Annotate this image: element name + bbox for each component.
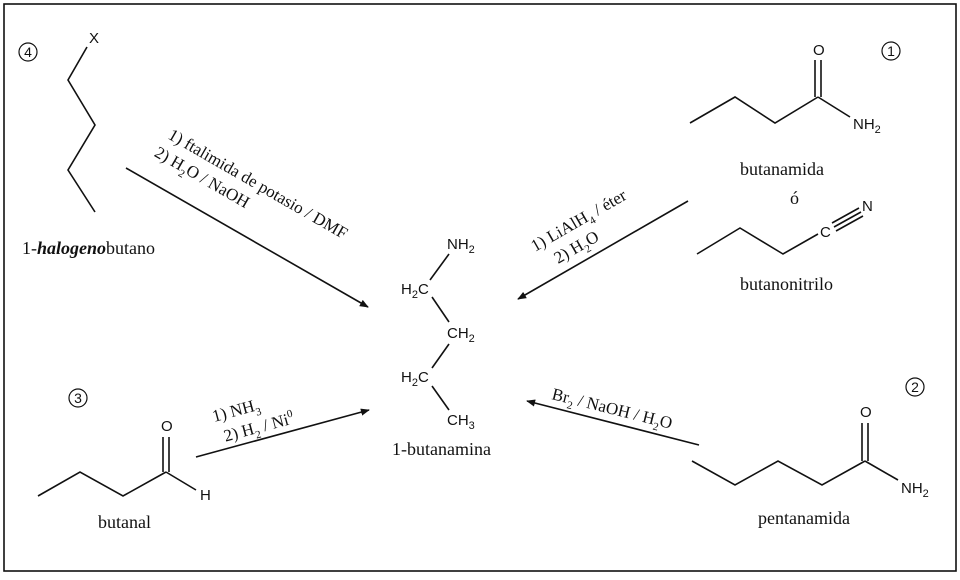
- route1: 1 O NH2 butanamida ó C N butanonitrilo 1…: [517, 41, 901, 300]
- triple-bond: [831, 207, 860, 224]
- nh2-label: NH2: [853, 116, 881, 136]
- reagent-line: Br2 / NaOH / H2O: [549, 384, 674, 436]
- route-number: 3: [74, 390, 82, 406]
- butyl-chain: [67, 46, 96, 213]
- amide-name: butanamida: [740, 159, 824, 179]
- bond: [431, 343, 450, 369]
- oxygen-label: O: [813, 42, 825, 59]
- route-number-badge: [881, 41, 901, 61]
- product-name: 1-butanamina: [392, 439, 491, 459]
- product-structure: NH2 H2C CH2 H2C CH3 1-butanamina: [392, 236, 491, 459]
- reagents: Br2 / NaOH / H2O: [549, 384, 674, 436]
- amide-chain: [689, 96, 819, 124]
- cn-bond: [864, 460, 899, 481]
- reaction-arrow: [195, 408, 370, 458]
- frame-border: [3, 3, 957, 572]
- reaction-arrow: [125, 167, 369, 308]
- nitrile-chain: [696, 227, 819, 255]
- reagents: 1) ftalimida de potasio / DMF 2) H2O / N…: [151, 125, 351, 243]
- nitrile-name: butanonitrilo: [740, 274, 833, 294]
- cn-bond: [817, 96, 851, 118]
- reagents: 1) LiAlH4 / éter 2) H2O: [528, 185, 630, 267]
- halogen-label: X: [89, 30, 99, 47]
- reaction-arrow: [517, 200, 689, 300]
- oxygen-label: O: [161, 418, 173, 435]
- route-number: 1: [887, 43, 895, 59]
- route-number-badge: [905, 377, 925, 397]
- ch3-label: CH3: [447, 412, 475, 432]
- bond: [431, 296, 450, 323]
- aldehyde-name: butanal: [98, 512, 151, 532]
- route-number-badge: [68, 388, 88, 408]
- amide-name: pentanamida: [758, 508, 850, 528]
- nh2-label: NH2: [901, 480, 929, 500]
- route2: 2 O NH2 pentanamida Br2 / NaOH / H2O: [526, 377, 929, 528]
- ch2-label: CH2: [447, 325, 475, 345]
- triple-bond: [833, 211, 862, 228]
- route4: 4 X 1-halogenobutano 1) ftalimida de pot…: [18, 30, 369, 308]
- route-number: 2: [911, 379, 919, 395]
- nitrogen-label: N: [862, 198, 873, 215]
- carbon-label: C: [820, 224, 831, 241]
- pentanamide-chain: [691, 460, 866, 486]
- reagent-line-1: 1) ftalimida de potasio / DMF: [165, 125, 351, 243]
- route-number-badge: [18, 42, 38, 62]
- bond: [429, 253, 450, 281]
- reaction-arrow: [526, 399, 700, 446]
- ch2-label: H2C: [401, 369, 429, 389]
- or-label: ó: [790, 188, 799, 208]
- bond: [431, 385, 450, 411]
- butanal-chain: [37, 471, 167, 497]
- oxygen-label: O: [860, 404, 872, 421]
- substrate-name: 1-halogenobutano: [22, 238, 155, 258]
- route-number: 4: [24, 44, 32, 60]
- route3: 3 O H butanal 1) NH3 2) H2 / Ni0: [37, 388, 370, 532]
- ch-bond: [165, 471, 197, 491]
- ch2-label: H2C: [401, 281, 429, 301]
- amine-label: NH2: [447, 236, 475, 256]
- triple-bond: [835, 215, 864, 232]
- hydrogen-label: H: [200, 487, 211, 504]
